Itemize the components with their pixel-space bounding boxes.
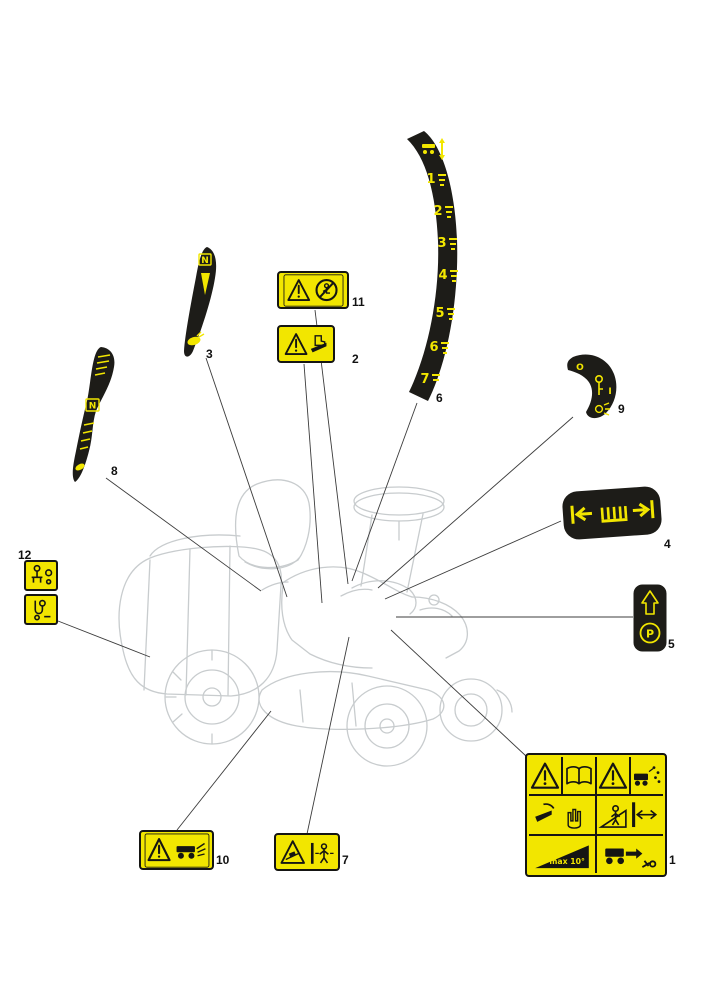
cell-runover-hazard [597, 835, 663, 873]
callout-1[interactable]: 1 [669, 853, 676, 867]
decal-no-riders-warning[interactable] [277, 271, 349, 309]
cell-read-manual [563, 757, 595, 795]
svg-text:5: 5 [435, 306, 444, 321]
speed-wedge-icon [201, 273, 210, 295]
cutting-height-icon [422, 138, 445, 160]
warning-triangle-icon [147, 837, 171, 861]
callout-5[interactable]: 5 [668, 637, 675, 651]
svg-text:6: 6 [429, 340, 438, 355]
reversing-machine-icon [605, 848, 643, 864]
callout-11[interactable]: 11 [352, 295, 365, 309]
warning-triangle-icon [284, 332, 307, 355]
callout-6[interactable]: 6 [436, 391, 443, 405]
decal-slope-keep-distance[interactable] [274, 833, 340, 871]
barrier-bar [632, 802, 636, 828]
deck-discharge-icon [176, 842, 206, 859]
rotating-blade-icon [535, 803, 555, 823]
cell-warning-triangle [529, 757, 561, 795]
tow-hook-icon [33, 599, 50, 621]
hand-icon [567, 809, 582, 830]
cell-blade-hand-hazard [529, 796, 595, 834]
lower-speed-ticks [79, 422, 95, 450]
height-scale-strip [407, 131, 458, 401]
svg-text:2: 2 [433, 204, 442, 219]
neutral-box [85, 398, 100, 412]
headlight-icon [594, 402, 610, 416]
inner-border [283, 273, 343, 307]
barrier-bar [310, 842, 314, 864]
catcher-close-arrow-icon [632, 500, 655, 519]
rake-comb-icon [600, 505, 628, 523]
keep-distance-person-icon [314, 842, 334, 863]
svg-text:4: 4 [438, 268, 447, 283]
callout-10[interactable]: 10 [216, 853, 230, 867]
rabbit-fast-icon [187, 331, 205, 346]
tow-hitch-label-bottom[interactable] [24, 594, 58, 625]
callout-3[interactable]: 3 [206, 347, 213, 361]
ignition-key-icon [594, 374, 603, 395]
neutral-box [198, 253, 212, 266]
gear-strip [72, 347, 115, 482]
warning-triangle-icon [286, 278, 310, 301]
svg-text:3: 3 [437, 236, 446, 251]
slow-icon [75, 463, 85, 471]
warning-triangle-icon [530, 762, 560, 789]
svg-text:7: 7 [420, 372, 429, 387]
upper-speed-ticks [94, 354, 111, 376]
callout-9[interactable]: 9 [618, 402, 625, 416]
decal-ignition-switch[interactable]: O I [563, 353, 618, 426]
callout-12[interactable]: 12 [18, 548, 32, 562]
svg-text:1: 1 [426, 172, 435, 187]
slope-warning-triangle-icon [279, 839, 305, 864]
leader-lines [57, 309, 633, 835]
person-on-slope-icon [598, 805, 627, 829]
slope-wedge-icon [535, 845, 589, 868]
parking-brake-icon [639, 622, 661, 644]
decal-tow-hitch-labels[interactable] [24, 560, 58, 628]
neutral-letter: N [201, 256, 209, 266]
no-riders-icon [314, 278, 338, 301]
keep-distance-arrows [635, 810, 658, 820]
decal-cutting-hazard-warning[interactable] [277, 325, 335, 363]
decal-parking-brake[interactable]: P [633, 584, 667, 657]
callout-7[interactable]: 7 [342, 853, 349, 867]
cell-slope-keep-distance [597, 796, 663, 834]
decal-drive-speed-indicator[interactable]: N [183, 247, 217, 364]
max-slope-text: max 10° [549, 857, 585, 866]
decal-cutting-height-scale[interactable]: 1 2 3 4 5 6 7 [398, 131, 464, 408]
brake-plate [633, 584, 667, 652]
lever-plate [562, 486, 662, 540]
decal-grass-catcher-lever[interactable] [561, 481, 664, 550]
cell-warning-triangle-2 [597, 757, 629, 795]
height-scale-ticks [432, 174, 458, 381]
press-down-arrow-icon [641, 590, 659, 615]
ignition-off-symbol: O [576, 363, 584, 373]
callout-4[interactable]: 4 [664, 537, 671, 551]
cell-max-slope: max 10° [529, 835, 595, 873]
ignition-plate [567, 354, 617, 419]
catcher-open-arrow-icon [570, 505, 593, 524]
read-manual-icon [566, 765, 592, 785]
height-scale-numbers: 1 2 3 4 5 6 7 [420, 172, 447, 387]
blade-cut-hazard-icon [310, 334, 326, 352]
cell-thrown-objects [631, 757, 663, 795]
inner-border [144, 832, 209, 868]
decal-warning-pictogram-panel[interactable]: max 10° [525, 753, 667, 877]
neutral-letter: N [89, 402, 97, 412]
tractor-outline [118, 479, 513, 767]
fallen-person-icon [641, 859, 657, 868]
callout-2[interactable]: 2 [352, 352, 359, 366]
decal-gear-selector-scale[interactable]: N [72, 347, 116, 488]
ignition-on-symbol: I [608, 387, 611, 397]
callout-8[interactable]: 8 [111, 464, 118, 478]
hitch-pin-icon [31, 564, 52, 585]
tow-hitch-label-top[interactable] [24, 560, 58, 591]
thrown-objects-icon [634, 766, 661, 786]
warning-triangle-icon [598, 762, 628, 789]
parking-letter: P [646, 628, 654, 641]
decal-deck-discharge-warning[interactable] [139, 830, 214, 870]
